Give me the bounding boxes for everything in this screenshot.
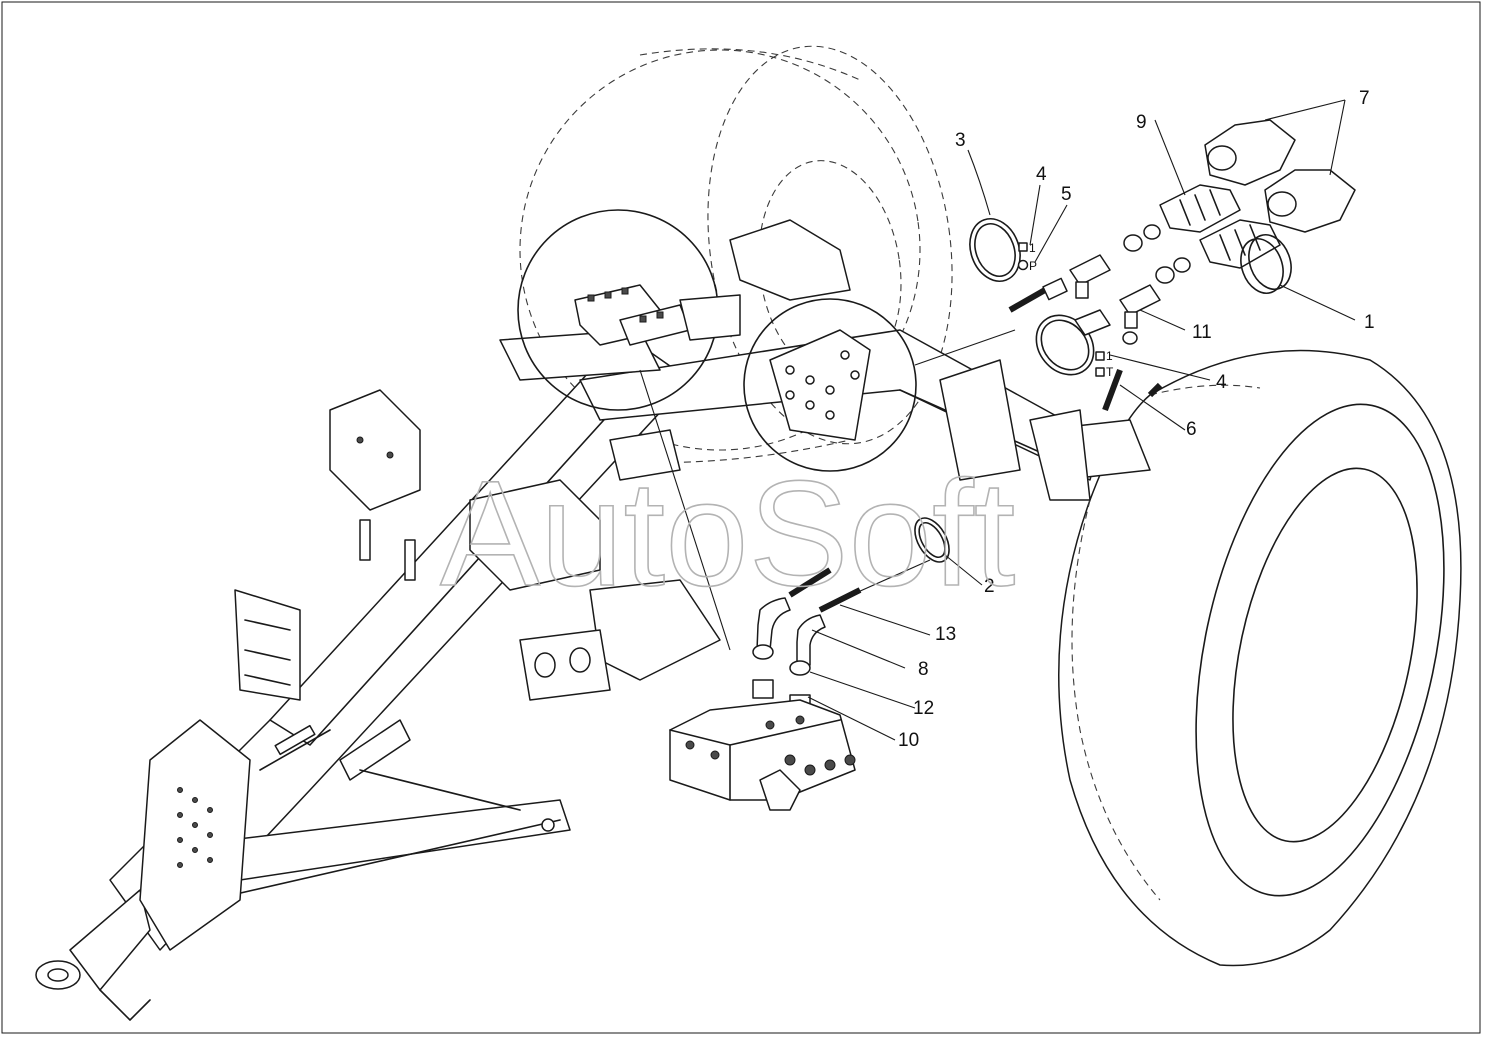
callout-8: 9 (1136, 112, 1147, 133)
port-label-p: P (1029, 259, 1037, 273)
callout-leaders (807, 99, 1356, 741)
callout-5: 5 (1061, 184, 1072, 205)
frame-border (1, 1, 1481, 1034)
right-wheel (1058, 349, 1462, 967)
callout-4-upper: 4 (1036, 164, 1047, 185)
port-label-1-upper: 1 (1029, 241, 1036, 255)
exploded-valve-parts (669, 517, 950, 811)
callout-13: 13 (935, 624, 956, 645)
port-markings: 1 P 1 T (1029, 241, 1114, 379)
watermark-text: AutoSoft (440, 449, 1015, 617)
port-label-1-lower: 1 (1106, 349, 1113, 363)
callout-12: 12 (913, 698, 934, 719)
chassis-frame (35, 219, 1151, 1021)
callout-10: 11 (1192, 322, 1212, 343)
callout-7: 7 (1359, 88, 1370, 109)
callout-3: 3 (955, 130, 966, 151)
callout-2: 2 (984, 576, 995, 597)
detail-circle-plate (743, 298, 1016, 472)
callout-9: 8 (918, 659, 929, 680)
callout-labels: 3 4 5 9 7 1 11 4 6 2 13 8 12 10 (898, 88, 1375, 751)
callout-4-lower: 4 (1216, 372, 1227, 393)
callout-6: 6 (1186, 419, 1197, 440)
callout-11: 10 (898, 730, 919, 751)
detail-circle-valve (517, 209, 741, 411)
port-label-t: T (1106, 365, 1114, 379)
callout-1: 1 (1364, 312, 1375, 333)
exploded-coupling-parts (969, 119, 1356, 412)
